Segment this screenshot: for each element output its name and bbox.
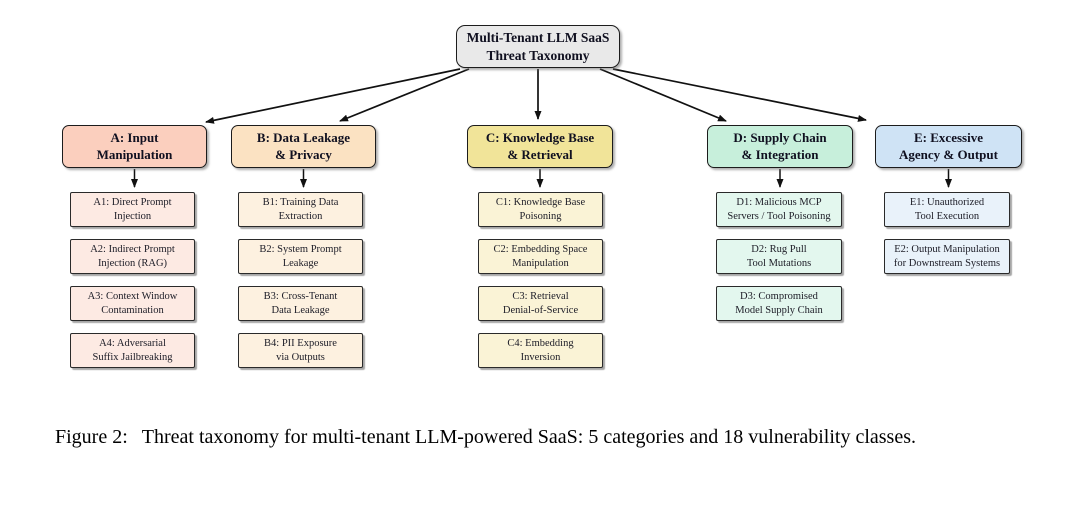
figure-caption-text: Threat taxonomy for multi-tenant LLM-pow… <box>141 426 916 448</box>
figure-caption: Figure 2: Threat taxonomy for multi-tena… <box>55 424 1035 452</box>
leaf-node-c1: C1: Knowledge Base Poisoning <box>478 192 603 227</box>
leaf-node-e1: E1: Unauthorized Tool Execution <box>884 192 1010 227</box>
edge-root-to-category-a <box>205 68 461 124</box>
leaf-node-b3: B3: Cross-Tenant Data Leakage <box>238 286 363 321</box>
leaf-node-a2: A2: Indirect Prompt Injection (RAG) <box>70 239 195 274</box>
category-node-input-manipulation: A: Input Manipulation <box>62 125 207 168</box>
leaf-node-c4: C4: Embedding Inversion <box>478 333 603 368</box>
category-node-supply-chain-integration: D: Supply Chain & Integration <box>707 125 853 168</box>
category-node-data-leakage-privacy: B: Data Leakage & Privacy <box>231 125 376 168</box>
edge-root-to-category-b <box>339 68 470 122</box>
edge-root-to-category-d <box>599 68 727 122</box>
leaf-node-c3: C3: Retrieval Denial-of-Service <box>478 286 603 321</box>
leaf-node-b4: B4: PII Exposure via Outputs <box>238 333 363 368</box>
edge-root-to-category-e <box>612 68 867 122</box>
leaf-node-d2: D2: Rug Pull Tool Mutations <box>716 239 842 274</box>
leaf-node-d1: D1: Malicious MCP Servers / Tool Poisoni… <box>716 192 842 227</box>
figure-caption-label: Figure 2: <box>55 426 128 448</box>
category-node-knowledge-base-retrieval: C: Knowledge Base & Retrieval <box>467 125 613 168</box>
leaf-node-a4: A4: Adversarial Suffix Jailbreaking <box>70 333 195 368</box>
root-node-threat-taxonomy: Multi-Tenant LLM SaaS Threat Taxonomy <box>456 25 620 68</box>
leaf-node-b2: B2: System Prompt Leakage <box>238 239 363 274</box>
leaf-node-a3: A3: Context Window Contamination <box>70 286 195 321</box>
leaf-node-d3: D3: Compromised Model Supply Chain <box>716 286 842 321</box>
leaf-node-a1: A1: Direct Prompt Injection <box>70 192 195 227</box>
leaf-node-b1: B1: Training Data Extraction <box>238 192 363 227</box>
leaf-node-c2: C2: Embedding Space Manipulation <box>478 239 603 274</box>
category-node-excessive-agency-output: E: Excessive Agency & Output <box>875 125 1022 168</box>
leaf-node-e2: E2: Output Manipulation for Downstream S… <box>884 239 1010 274</box>
